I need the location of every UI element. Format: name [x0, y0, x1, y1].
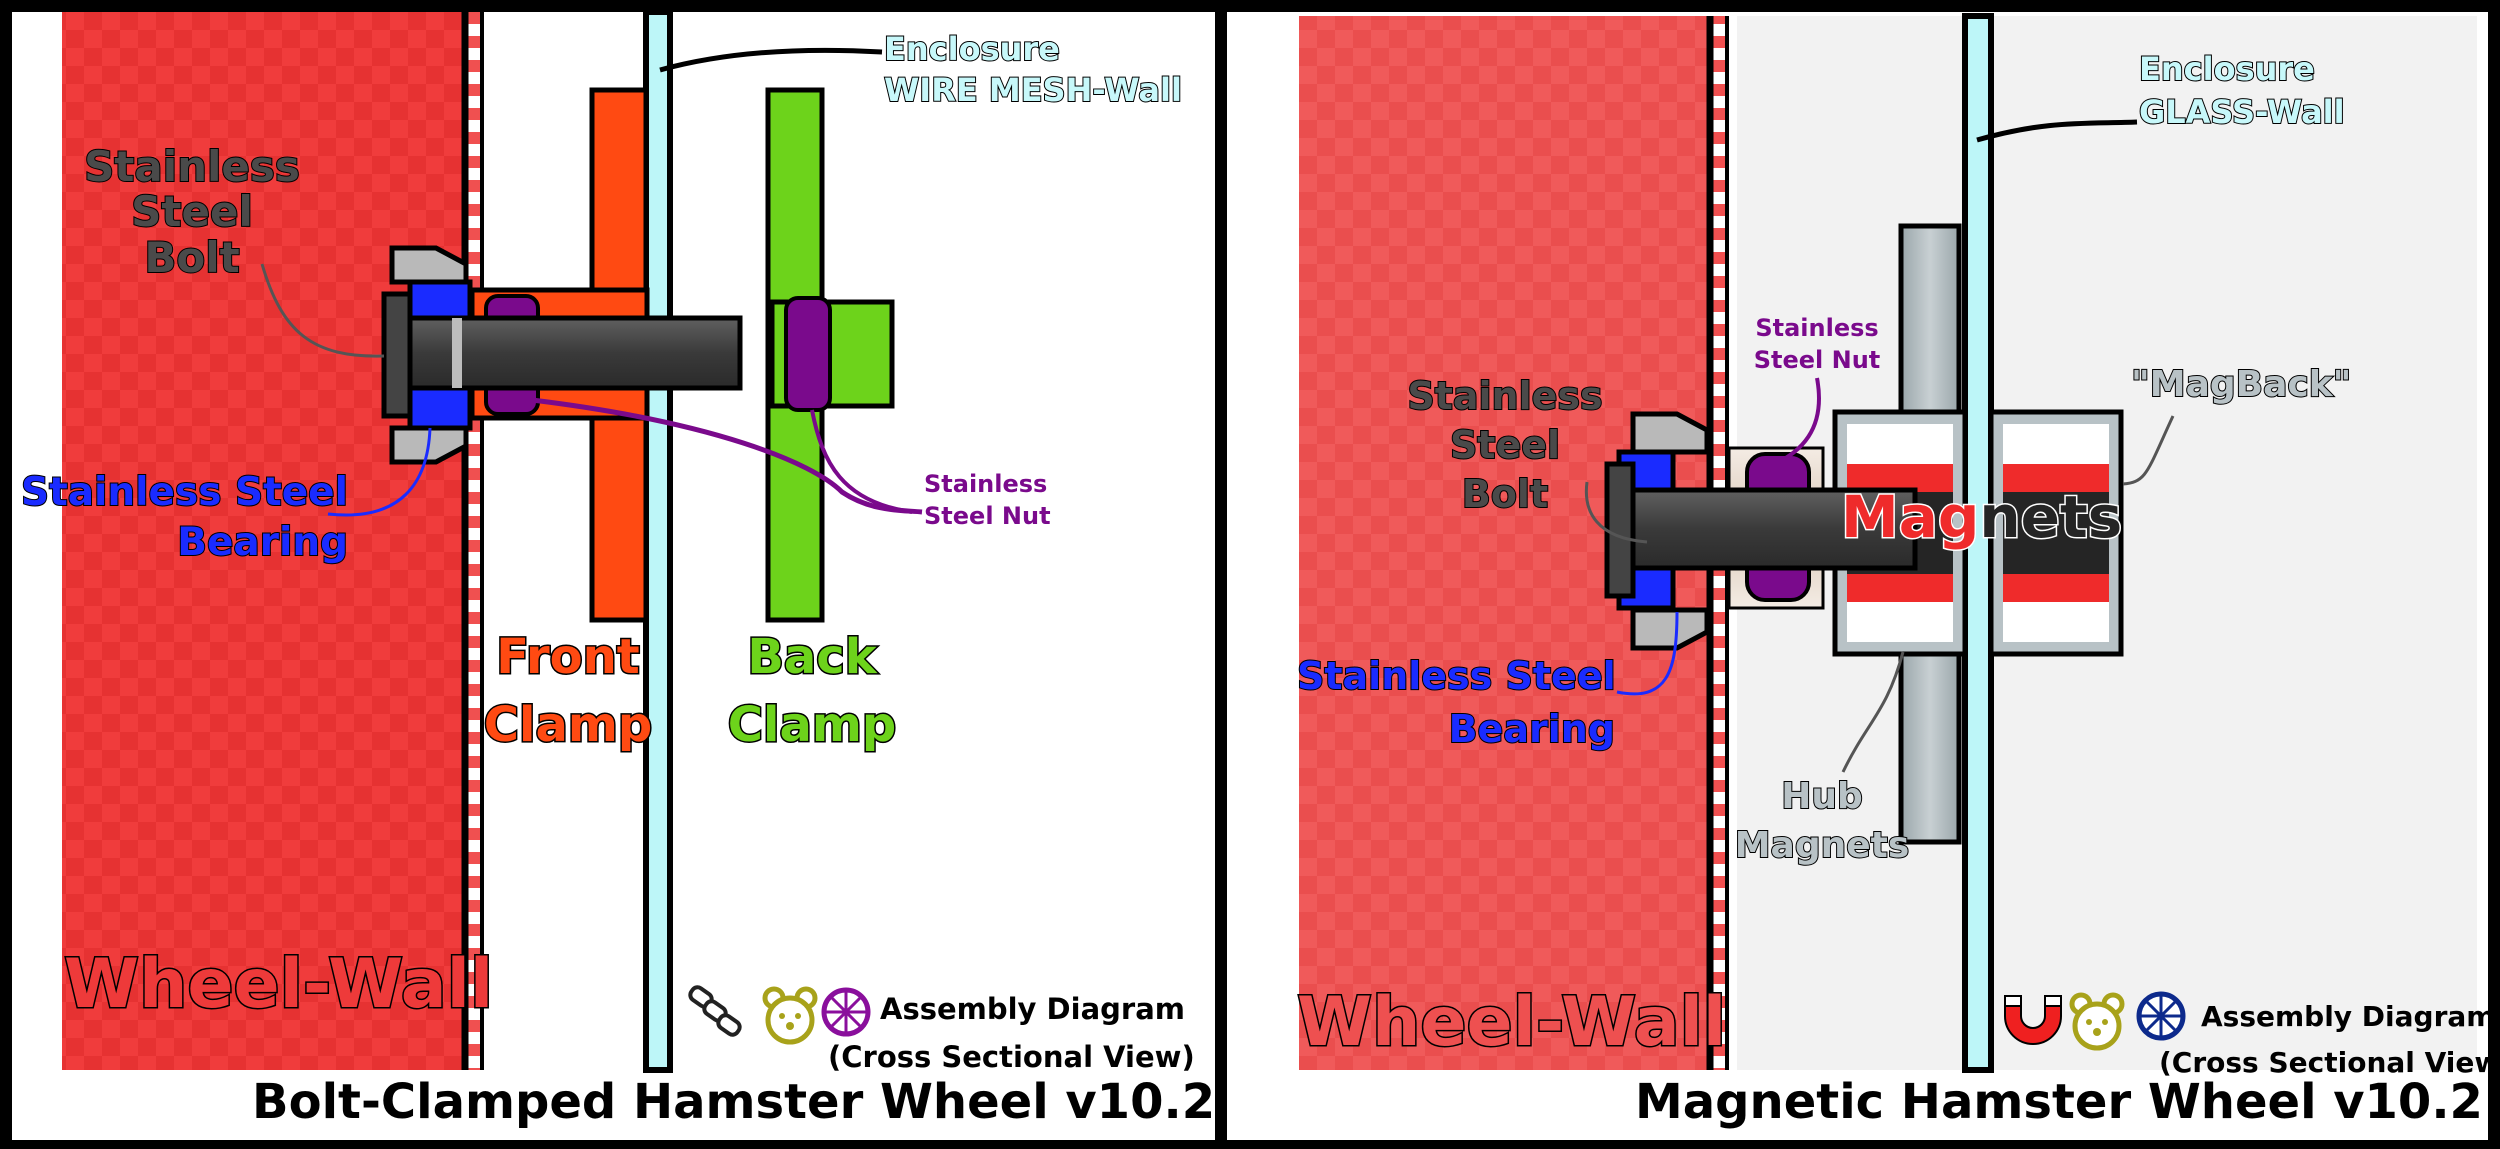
bolt-clamped-panel: Wheel-Wall Enclosure WIRE MESH-Wall Stai… [12, 12, 1215, 1140]
nut-label-right: Stainless Steel Nut [1747, 312, 1887, 377]
back-clamp-line1: Back [746, 629, 878, 685]
bolt-shaft-left [407, 315, 743, 391]
wheel-icon-right [2136, 991, 2186, 1041]
magnet-icon [2004, 995, 2062, 1045]
enclosure-label: Enclosure WIRE MESH-Wall [883, 30, 1183, 109]
bolt-leader-right [1584, 481, 1648, 544]
front-clamp-line2: Clamp [482, 696, 653, 753]
bolt-label-line3: Bolt [143, 232, 240, 282]
bolt-label: Stainless Steel Bolt [82, 142, 302, 282]
magnets-label-part2: nets [1978, 483, 2124, 551]
nut-label: Stainless Steel Nut [924, 468, 1051, 533]
bolt-label-right: Stainless Steel Bolt [1405, 374, 1605, 517]
hub-magnets-label: Hub Magnets [1727, 776, 1917, 866]
hamster-icon-right [2069, 992, 2125, 1051]
hamster-icon [762, 986, 818, 1045]
enclosure-line2: WIRE MESH-Wall [883, 70, 1183, 109]
enclosure-line1-right: Enclosure [2138, 50, 2316, 88]
assembly-diagram-label: Assembly Diagram [880, 992, 1185, 1026]
nut-leader-right [1778, 377, 1821, 464]
enclosure-leader [659, 47, 883, 73]
bolt-label-right-line1: Stainless [1406, 374, 1603, 418]
bolt-head-left [389, 245, 469, 285]
bearing-label-right-line2: Bearing [1448, 707, 1616, 752]
bearing-leader-right [1616, 611, 1679, 696]
cross-sectional-label-right: (Cross Sectional View) [2159, 1046, 2488, 1079]
magnetic-panel: Wheel-Wall Enclosure GLASS-Wall Stainles… [1227, 12, 2488, 1140]
nut-label-right-line2: Steel Nut [1753, 346, 1881, 375]
bearing-label-line2: Bearing [176, 520, 349, 566]
bolt-label-line2: Steel [130, 187, 254, 237]
chain-link-icon [688, 985, 742, 1037]
cross-sectional-label: (Cross Sectional View) [828, 1040, 1195, 1074]
magback-label: "MagBack" [2130, 364, 2352, 405]
nut-label-line1: Stainless [924, 470, 1048, 498]
enclosure-line1: Enclosure [883, 30, 1061, 68]
bolt-head-right [1630, 411, 1710, 455]
magback-leader [2122, 415, 2175, 486]
hub-magnets-line2: Magnets [1734, 824, 1911, 866]
bearing-label-right-line1: Stainless Steel [1296, 654, 1617, 698]
wheel-wall-left [62, 12, 470, 1070]
back-clamp-line2: Clamp [726, 696, 897, 753]
magnets-label-part1: Mag [1839, 483, 1980, 551]
bolt-label-right-line2: Steel [1449, 423, 1561, 468]
bearing-label: Stainless Steel Bearing [20, 470, 349, 566]
enclosure-label-right: Enclosure GLASS-Wall [2138, 50, 2346, 131]
hub-magnets-line1: Hub [1780, 776, 1864, 817]
magnetic-cross-section [1299, 13, 2477, 1073]
enclosure-leader-right [1976, 119, 2138, 143]
nut-label-line2: Steel Nut [924, 502, 1051, 531]
front-clamp-label: Front Clamp [468, 629, 668, 753]
wire-mesh-wall [643, 12, 673, 1073]
hub-leader [1841, 651, 1905, 773]
bearing-label-line1: Stainless Steel [20, 470, 349, 515]
bolt-label-right-line3: Bolt [1461, 472, 1549, 517]
back-nut [784, 296, 832, 412]
bolt-clamped-cross-section [62, 12, 923, 1073]
magnets-label: Magnets [1839, 483, 2124, 551]
wheel-wall-label: Wheel-Wall [62, 945, 494, 1024]
right-title: Magnetic Hamster Wheel v10.2 [1635, 1074, 2483, 1130]
bearing-leader [327, 427, 432, 517]
bolt-label-line1: Stainless [83, 142, 301, 191]
nut-leader-back [810, 409, 913, 514]
nut-label-right-line1: Stainless [1755, 314, 1879, 342]
bearing-label-right: Stainless Steel Bearing [1296, 654, 1617, 752]
front-clamp-line1: Front [495, 629, 641, 685]
assembly-diagram-label-right: Assembly Diagram [2201, 1000, 2488, 1033]
back-clamp-label: Back Clamp [712, 629, 912, 753]
wheel-wall-label-right: Wheel-Wall [1295, 983, 1727, 1062]
left-title: Bolt-Clamped Hamster Wheel v10.2 [252, 1074, 1215, 1130]
bolt-shaft-right [1630, 487, 1918, 571]
magback-magnet [1988, 409, 2124, 657]
wheel-icon [821, 987, 871, 1037]
enclosure-line2-right: GLASS-Wall [2138, 92, 2346, 131]
bolt-leader [260, 263, 385, 358]
